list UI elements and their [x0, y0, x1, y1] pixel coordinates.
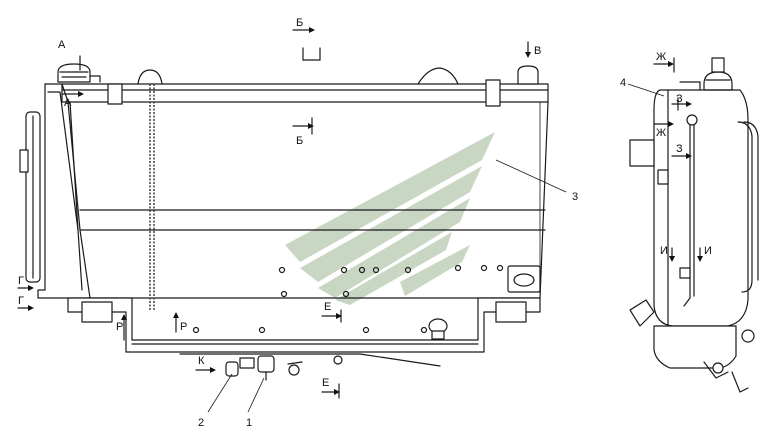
lifting-eye-right: [417, 67, 459, 85]
left-clip: [19, 149, 29, 173]
filler-cap: [57, 63, 101, 83]
text-labels: А А Б Б В Г Г Р Р К Е Е Ж Ж З З И И 1 2 …: [18, 17, 712, 429]
lifting-eye-left: [137, 69, 163, 85]
watermark-logo: [285, 132, 495, 305]
section-markers: [17, 27, 531, 399]
label-b-top: Б: [296, 17, 303, 29]
side-dipstick-knob: [686, 114, 698, 126]
name-plate: [507, 265, 541, 293]
radiator-side-view: [629, 57, 759, 393]
top-clamp-right: [485, 79, 501, 107]
side-tap: [679, 267, 691, 279]
side-lower-tank: [653, 325, 737, 369]
callout-3: 3: [572, 191, 578, 203]
callout-4: 4: [620, 77, 626, 89]
top-clamp-left: [107, 83, 123, 105]
label-zh-upper: Ж: [656, 51, 666, 63]
side-lower-mount: [629, 299, 655, 327]
label-z-upper: З: [676, 93, 683, 105]
label-a-top: А: [58, 39, 66, 51]
radiator-front-view: [19, 63, 549, 381]
valve-1: [239, 355, 275, 381]
label-e-upper: Е: [324, 301, 331, 313]
label-p-left: Р: [116, 321, 123, 333]
lower-mount-right: [495, 301, 527, 323]
callout-1: 1: [246, 417, 252, 429]
callout-leaders: [207, 83, 665, 413]
bottom-pipe: [179, 353, 441, 367]
callout-2: 2: [198, 417, 204, 429]
valve-2: [225, 361, 239, 377]
side-filler-cap: [703, 71, 733, 91]
bolt-row: [192, 264, 504, 334]
label-a-side: А: [64, 97, 72, 109]
label-i-left: И: [660, 245, 668, 257]
label-zh-lower: Ж: [656, 127, 666, 139]
lower-tank: [67, 297, 541, 353]
tap: [287, 361, 303, 376]
lower-mount-left: [81, 301, 113, 323]
side-bracket: [629, 139, 655, 167]
outlet-pipe-v: [517, 65, 539, 85]
label-v: В: [534, 45, 541, 57]
label-z-lower: З: [676, 143, 683, 155]
label-p-right: Р: [180, 321, 187, 333]
label-e-lower: Е: [322, 377, 329, 389]
upper-tank: [61, 83, 549, 103]
side-cap-top: [711, 57, 725, 73]
label-i-right: И: [704, 245, 712, 257]
label-g-lower: Г: [18, 295, 24, 307]
label-b-mid: Б: [296, 135, 303, 147]
radiator-core-outline: [44, 83, 549, 299]
label-k: К: [198, 355, 205, 367]
label-g-upper: Г: [18, 275, 24, 287]
